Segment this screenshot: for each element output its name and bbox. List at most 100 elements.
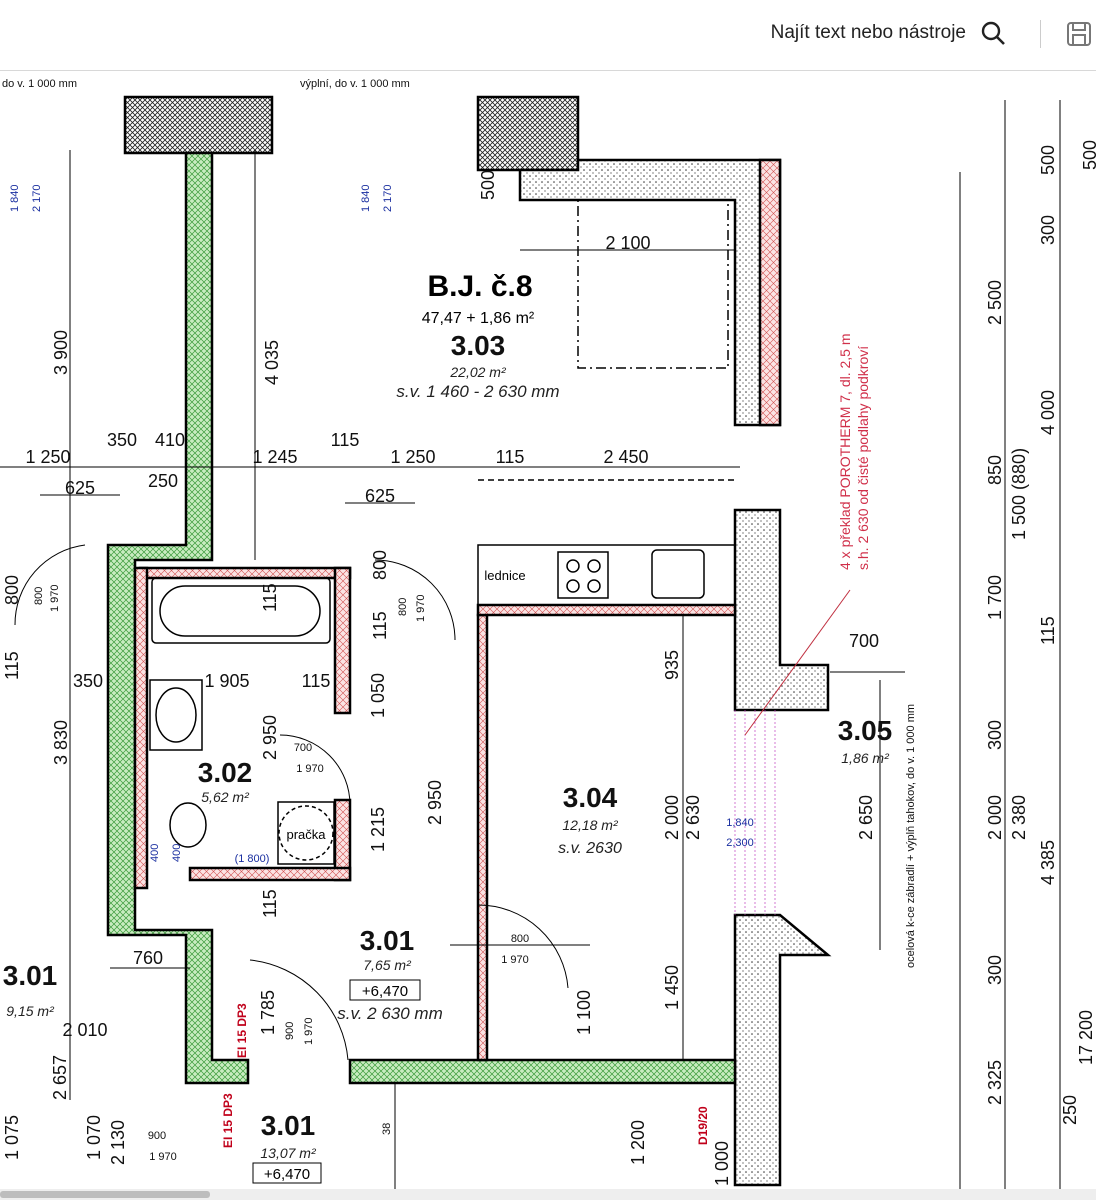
room-area: 13,07 m² xyxy=(260,1145,317,1161)
room-area: 9,15 m² xyxy=(6,1003,55,1019)
room-height: s.v. 2630 xyxy=(558,840,622,857)
dimension-label: 2 650 xyxy=(856,795,876,840)
room-height: s.v. 1 460 - 2 630 mm xyxy=(396,382,559,401)
dimension-label: 2 950 xyxy=(260,715,280,760)
dimension-lines xyxy=(0,100,1061,1189)
dimension-label: 500 xyxy=(478,170,498,200)
fixtures xyxy=(14,199,736,1189)
dimension-label: 1 785 xyxy=(258,990,278,1035)
dimension-label: 3 900 xyxy=(51,330,71,375)
hatched-zone xyxy=(734,710,776,915)
dimension-label: 1 075 xyxy=(2,1115,22,1160)
dimension-label: 900 xyxy=(148,1130,166,1142)
scrollbar-thumb[interactable] xyxy=(0,1191,210,1198)
dimension-label: 115 xyxy=(496,447,525,467)
dimension-label: 1 250 xyxy=(25,447,70,467)
dimension-label: 300 xyxy=(985,720,1005,750)
dimension-label: 1 840 xyxy=(360,184,372,212)
fire-label: EI 15 DP3 xyxy=(221,1093,235,1148)
dimension-label: 1 215 xyxy=(368,807,388,852)
dimension-label: 400 xyxy=(149,844,161,862)
dimension-label: 1 970 xyxy=(415,594,427,622)
dimension-label: 115 xyxy=(1038,616,1058,645)
dimension-label: 115 xyxy=(260,583,280,612)
room-id: 3.03 xyxy=(451,330,506,361)
dimension-label: 2,300 xyxy=(726,837,754,849)
save-icon[interactable] xyxy=(1066,21,1092,47)
dimension-label: 800 xyxy=(397,598,409,616)
railing-note: ocelová k-ce zábradlí + výplň tahokov, d… xyxy=(905,704,917,968)
dimension-label: 115 xyxy=(370,611,390,640)
dimension-label: 900 xyxy=(284,1022,296,1040)
dimension-label: 625 xyxy=(365,486,395,506)
dimension-label: 2 630 xyxy=(683,795,703,840)
dimension-label: 410 xyxy=(155,430,185,450)
room-id: 3.01 xyxy=(261,1110,316,1141)
walls xyxy=(106,95,832,1187)
dimension-label: 2 325 xyxy=(985,1060,1005,1105)
dimension-label: 800 xyxy=(33,587,45,605)
dimension-label: 1 200 xyxy=(628,1120,648,1165)
dimension-label: 4 385 xyxy=(1038,840,1058,885)
room-area: 1,86 m² xyxy=(841,750,890,766)
dimension-label: 1 100 xyxy=(574,990,594,1035)
dimension-label: 1 070 xyxy=(84,1115,104,1160)
dimension-label: 1 970 xyxy=(303,1017,315,1045)
room-level: +6,470 xyxy=(264,1166,310,1183)
dimension-label: 38 xyxy=(381,1123,393,1135)
dimension-label: (1 800) xyxy=(235,853,270,865)
dimension-label: 1 970 xyxy=(296,763,324,775)
dimensions: 2 100 1 250 350 410 250 1 245 115 1 250 … xyxy=(2,170,879,1186)
dimension-label: 2 450 xyxy=(603,447,648,467)
unit-area: 47,47 + 1,86 m² xyxy=(422,310,535,327)
dimension-label: 2 000 xyxy=(662,795,682,840)
dimension-label: 1 245 xyxy=(252,447,297,467)
dimension-label: 250 xyxy=(148,471,178,491)
dimension-label: 800 xyxy=(511,933,529,945)
dimension-label: 2 170 xyxy=(31,184,43,212)
dimension-label: 1 700 xyxy=(985,575,1005,620)
dimension-label: 17 200 xyxy=(1076,1010,1096,1065)
dimension-label: 1 970 xyxy=(149,1151,177,1163)
document-canvas[interactable]: do v. 1 000 mm výplní, do v. 1 000 mm B.… xyxy=(0,71,1096,1189)
dimension-label: 115 xyxy=(331,430,360,450)
dimension-label: 1 250 xyxy=(390,447,435,467)
dimension-label: 850 xyxy=(985,455,1005,485)
dimensions-right: 500 300 2 500 4 000 850 1 500 (880) 1 70… xyxy=(985,140,1096,1125)
room-area: 12,18 m² xyxy=(562,817,619,833)
dimension-label: 300 xyxy=(985,955,1005,985)
lintel-note-1: 4 x překlad POROTHERM 7, dl. 2,5 m xyxy=(837,333,853,570)
dimension-label: 2 130 xyxy=(108,1120,128,1165)
search-icon xyxy=(981,21,1005,45)
dimension-label: 4 000 xyxy=(1038,390,1058,435)
find-text-or-tools-button[interactable]: Najít text nebo nástroje xyxy=(771,20,1006,46)
room-id: 3.05 xyxy=(838,715,893,746)
dimension-label: 760 xyxy=(133,948,163,968)
dimension-label: 800 xyxy=(2,575,22,605)
dimension-label: 350 xyxy=(107,430,137,450)
fire-label: EI 15 DP3 xyxy=(235,1003,249,1058)
dimension-label: 700 xyxy=(294,742,312,754)
dimension-label: 1 500 (880) xyxy=(1009,448,1029,540)
dimension-label: 500 xyxy=(1038,145,1058,175)
dimension-label: 115 xyxy=(2,651,22,680)
dimension-label: 2 380 xyxy=(1009,795,1029,840)
dimension-label: 350 xyxy=(73,671,103,691)
dimension-label: 700 xyxy=(849,631,879,651)
dimension-label: 1 450 xyxy=(662,965,682,1010)
fire-label: D19/20 xyxy=(696,1106,710,1145)
dimension-label: 250 xyxy=(1060,1095,1080,1125)
room-id: 3.04 xyxy=(563,782,618,813)
room-id: 3.02 xyxy=(198,757,253,788)
dimension-label: 1 000 xyxy=(712,1141,732,1186)
dimension-label: 400 xyxy=(171,844,183,862)
dimension-label: 1 970 xyxy=(501,954,529,966)
dimension-label: 1 970 xyxy=(49,584,61,612)
pdf-toolbar: Najít text nebo nástroje xyxy=(0,0,1096,71)
dimension-label: 2 170 xyxy=(382,184,394,212)
unit-title: B.J. č.8 xyxy=(427,270,532,303)
washer-label: pračka xyxy=(286,827,326,842)
horizontal-scrollbar[interactable] xyxy=(0,1189,1096,1200)
dimension-label: 1 050 xyxy=(368,673,388,718)
room-area: 5,62 m² xyxy=(201,789,250,805)
